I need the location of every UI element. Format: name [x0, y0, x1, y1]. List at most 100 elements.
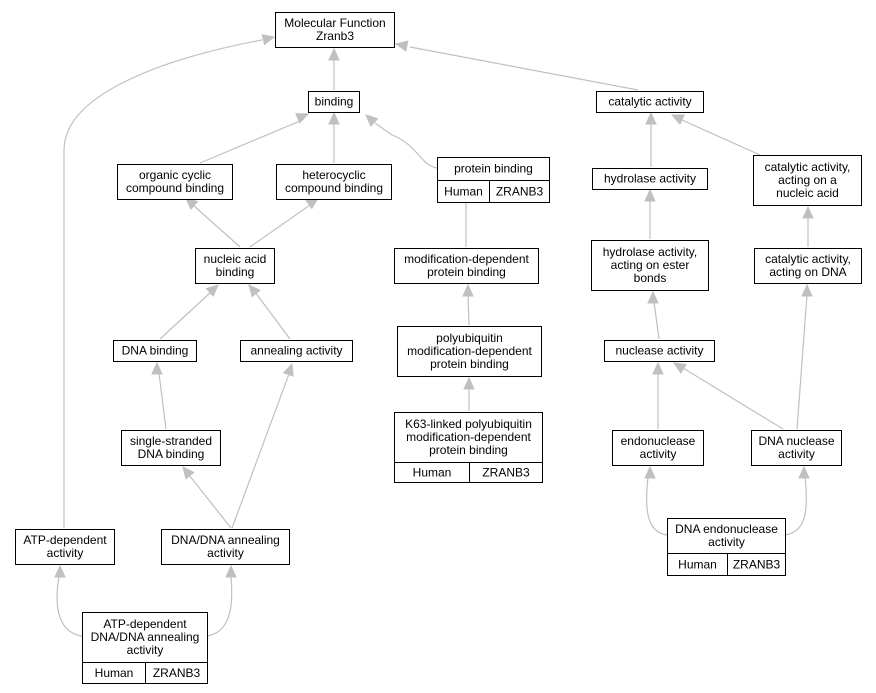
edge-arrowhead [798, 465, 810, 479]
node-label-line: acting on a [778, 173, 837, 187]
annotation-gene-cell [469, 462, 543, 483]
node-box [612, 430, 704, 466]
node-label-line: DNA/DNA annealing [91, 630, 200, 644]
edge-line [158, 372, 167, 430]
edge-dnaanneal-to-ssdna [182, 466, 232, 529]
edge-dnabind-to-nucacid [159, 284, 219, 340]
node-hydrolase[interactable]: hydrolase activity [592, 168, 708, 190]
node-box [397, 326, 542, 377]
edge-arrowhead [644, 465, 656, 479]
edge-arrowhead [802, 205, 814, 219]
edge-arrowhead [463, 376, 475, 390]
node-label-line: compound binding [285, 181, 383, 195]
edge-atpanneal-to-dnaanneal [206, 564, 237, 637]
edge-arrowhead [225, 564, 237, 578]
edge-arrowhead [295, 113, 310, 124]
annotation-species: Human [678, 558, 717, 572]
node-label-line: nucleic acid [776, 186, 839, 200]
edge-dnaendo-to-endo [644, 465, 668, 536]
edge-line [249, 204, 311, 248]
edge-endo-to-nuclease [652, 361, 664, 429]
node-label-line: compound binding [126, 181, 224, 195]
edge-arrowhead [205, 284, 219, 297]
node-label-line: activity [47, 546, 84, 560]
node-anneal[interactable]: annealing activity [240, 340, 353, 362]
node-catdna[interactable]: catalytic activity,acting on DNA [754, 248, 862, 284]
node-label-line: catalytic activity [608, 95, 691, 109]
edge-atpanneal-to-atpdep [54, 564, 83, 637]
node-dnabind[interactable]: DNA binding [113, 340, 197, 362]
node-label-line: activity [207, 546, 244, 560]
node-box [753, 155, 862, 206]
node-box [592, 168, 708, 190]
node-catalytic[interactable]: catalytic activity [596, 91, 704, 113]
edge-arrowhead [365, 114, 379, 127]
node-k63[interactable]: K63-linked polyubiquitinmodification-dep… [394, 412, 543, 483]
node-label-line: acting on DNA [769, 265, 846, 279]
edge-nucacid-to-organic [185, 197, 241, 248]
edge-hydester-to-hydrolase [644, 188, 656, 239]
edge-nucacid-to-hetero [249, 197, 319, 248]
edge-line [206, 575, 233, 637]
node-label-line: DNA nuclease [758, 434, 834, 448]
edge-ssdna-to-dnabind [151, 361, 167, 430]
node-label-line: nuclease activity [615, 344, 703, 358]
edge-arrowhead [261, 34, 276, 46]
edge-hetero-to-binding [328, 111, 340, 163]
node-box [276, 164, 392, 200]
edge-dnanuc-to-nuclease [672, 362, 784, 430]
edge-line [681, 119, 761, 156]
annotation-species: Human [95, 666, 134, 680]
node-label-line: hydrolase activity [604, 172, 696, 186]
edge-dnaendo-to-dnanuc [784, 465, 810, 536]
node-label-line: organic cyclic [139, 168, 211, 182]
edge-line [682, 367, 784, 430]
edge-arrowhead [282, 362, 294, 377]
node-label-line: binding [216, 265, 255, 279]
node-label-line: DNA/DNA annealing [171, 533, 280, 547]
node-label-line: heterocyclic [302, 168, 365, 182]
edge-atpdep-to-mf [63, 34, 276, 528]
node-binding[interactable]: binding [308, 91, 360, 113]
edge-arrowhead [647, 290, 659, 304]
edge-line [796, 294, 808, 430]
node-label-line: Molecular Function [284, 16, 385, 30]
node-label-line: binding [315, 95, 354, 109]
node-polyub[interactable]: polyubiquitinmodification-dependentprote… [397, 326, 542, 377]
node-box [82, 612, 208, 663]
node-label-line: Zranb3 [316, 29, 354, 43]
edge-organic-to-binding [199, 113, 310, 164]
node-box [596, 91, 704, 113]
node-box [15, 529, 115, 565]
edge-arrowhead [151, 361, 163, 375]
node-nuclease[interactable]: nuclease activity [604, 340, 715, 362]
node-label-line: activity [640, 447, 677, 461]
node-label-line: activity [708, 535, 745, 549]
edge-anneal-to-nucacid [248, 284, 291, 340]
node-box [394, 412, 543, 463]
node-label-line: activity [127, 643, 164, 657]
annotation-species: Human [413, 466, 452, 480]
node-label-line: modification-dependent [404, 252, 529, 266]
edge-arrowhead [462, 283, 474, 297]
